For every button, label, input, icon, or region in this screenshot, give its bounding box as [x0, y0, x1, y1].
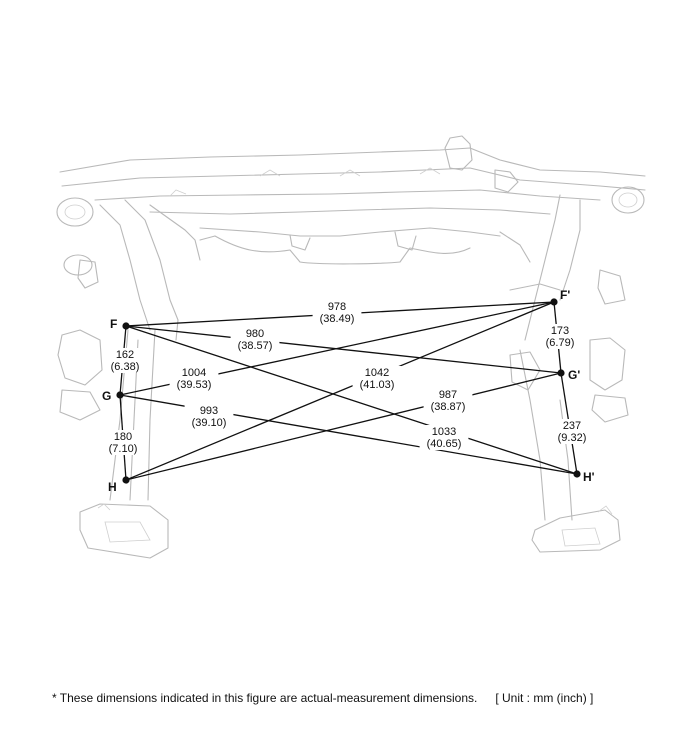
measure-line-F-Gp [125, 325, 562, 374]
dimension-inch-H-Fp: (41.03) [360, 379, 395, 391]
measure-line-H-Gp [125, 372, 562, 481]
dimension-mm-G-Hp: 993 [200, 405, 218, 417]
dimension-mm-F-Gp: 980 [246, 328, 264, 340]
point-label-F: F [110, 317, 117, 331]
measure-line-H-Fp [125, 301, 555, 481]
dimension-label-bg [419, 425, 469, 450]
dimension-label-bg [423, 388, 473, 413]
dimension-label-bg [103, 348, 147, 373]
point-G [116, 391, 124, 399]
dimension-mm-G-Fp: 1004 [182, 367, 206, 379]
dimension-mm-Gp-Hp: 237 [563, 420, 581, 432]
dimension-inch-H-Gp: (38.87) [431, 401, 466, 413]
dimension-inch-F-G: (6.38) [111, 361, 140, 373]
dimension-label-bg [184, 404, 234, 429]
dimension-label-bg [538, 324, 582, 349]
dimension-inch-G-Hp: (39.10) [192, 417, 227, 429]
point-label-G: G [102, 389, 111, 403]
dimension-inch-Fp-Gp: (6.79) [546, 337, 575, 349]
point-Hp [573, 470, 581, 478]
dimension-inch-G-Fp: (39.53) [177, 379, 212, 391]
point-F [122, 322, 130, 330]
dimension-inch-F-Gp: (38.57) [238, 340, 273, 352]
dimension-label-bg [550, 419, 594, 444]
dimension-inch-F-Hp: (40.65) [427, 438, 462, 450]
point-Fp [550, 298, 558, 306]
point-H [122, 476, 130, 484]
dimension-inch-Gp-Hp: (9.32) [558, 432, 587, 444]
unit-note: [ Unit : mm (inch) ] [495, 691, 594, 705]
measurement-points: F G H F' G' H' [102, 288, 595, 494]
dimension-label-bg [230, 327, 280, 352]
dimension-labels: 978(38.49) 980(38.57) 1004(39.53) 1042(41.0… [101, 300, 594, 455]
dimension-label-bg [312, 300, 362, 325]
dimension-label-bg [352, 366, 402, 391]
dimension-mm-H-Fp: 1042 [365, 367, 389, 379]
point-Gp [557, 369, 565, 377]
dimension-label-bg [169, 366, 219, 391]
dimension-mm-F-G: 162 [116, 349, 134, 361]
point-label-Fp: F' [560, 288, 570, 302]
footnote: * These dimensions indicated in this fig… [52, 691, 593, 705]
measure-line-F-Hp [125, 325, 578, 475]
dimension-label-bg [101, 430, 145, 455]
dimension-mm-F-Fp: 978 [328, 301, 346, 313]
point-label-Hp: H' [583, 470, 595, 484]
dimension-mm-Fp-Gp: 173 [551, 325, 569, 337]
dimension-mm-H-Gp: 987 [439, 389, 457, 401]
point-label-Gp: G' [568, 368, 580, 382]
footnote-note: * These dimensions indicated in this fig… [52, 691, 478, 705]
dimension-mm-G-H: 180 [114, 431, 132, 443]
dimension-inch-F-Fp: (38.49) [320, 313, 355, 325]
dimension-inch-G-H: (7.10) [109, 443, 138, 455]
dimension-mm-F-Hp: 1033 [432, 426, 456, 438]
point-label-H: H [108, 480, 117, 494]
